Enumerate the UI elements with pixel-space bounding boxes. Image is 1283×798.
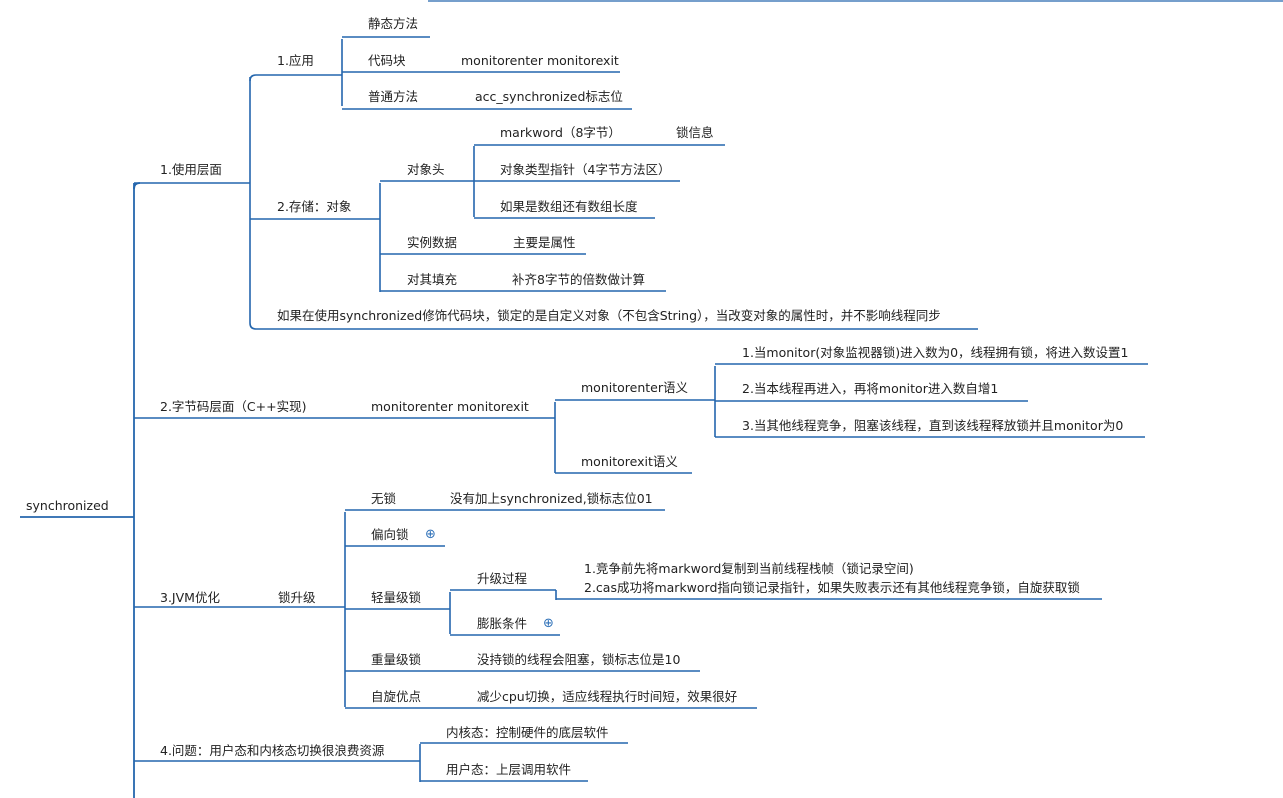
node-no-lock[interactable]: 无锁 — [371, 491, 397, 506]
node-bytecode-level[interactable]: 2.字节码层面（C++实现) — [160, 399, 307, 414]
node-application[interactable]: 1.应用 — [277, 53, 314, 68]
node-normal-method[interactable]: 普通方法 — [368, 89, 419, 104]
node-problem[interactable]: 4.问题：用户态和内核态切换很浪费资源 — [160, 743, 385, 758]
node-monitor-pair[interactable]: monitorenter monitorexit — [371, 399, 529, 414]
expand-plus-icon[interactable]: ⊕ — [543, 616, 554, 631]
node-spin-detail[interactable]: 减少cpu切换，适应线程执行时间短，效果很好 — [477, 689, 738, 704]
node-monitorenter[interactable]: monitorenter语义 — [581, 380, 688, 395]
node-spin-advantage[interactable]: 自旋优点 — [371, 689, 422, 704]
root-node[interactable]: synchronized — [26, 498, 109, 513]
connector-line — [249, 322, 257, 330]
node-static-method[interactable]: 静态方法 — [368, 16, 419, 31]
node-klass-pointer[interactable]: 对象类型指针（4字节方法区） — [500, 162, 671, 177]
node-instance-data[interactable]: 实例数据 — [407, 235, 458, 250]
node-enter-rule-2[interactable]: 2.当本线程再进入，再将monitor进入数自增1 — [742, 381, 999, 396]
node-heavyweight-lock[interactable]: 重量级锁 — [371, 652, 422, 667]
node-code-block-detail[interactable]: monitorenter monitorexit — [461, 53, 619, 68]
node-storage-object[interactable]: 2.存储：对象 — [277, 199, 352, 214]
node-normal-method-detail[interactable]: acc_synchronized标志位 — [475, 89, 623, 104]
node-process-step-2[interactable]: 2.cas成功将markword指向锁记录指针，如果失败表示还有其他线程竞争锁，… — [584, 580, 1080, 595]
node-user-mode[interactable]: 用户态：上层调用软件 — [446, 762, 572, 777]
node-sync-note[interactable]: 如果在使用synchronized修饰代码块，锁定的是自定义对象（不包含Stri… — [277, 308, 941, 323]
node-object-header[interactable]: 对象头 — [407, 162, 445, 177]
node-enter-rule-3[interactable]: 3.当其他线程竞争，阻塞该线程，直到该线程释放锁并且monitor为0 — [742, 418, 1124, 433]
node-biased-lock[interactable]: 偏向锁 — [371, 527, 409, 542]
node-code-block[interactable]: 代码块 — [368, 53, 406, 68]
node-upgrade-process[interactable]: 升级过程 — [477, 571, 528, 586]
expand-plus-icon[interactable]: ⊕ — [425, 527, 436, 542]
node-kernel-mode[interactable]: 内核态：控制硬件的底层软件 — [446, 725, 609, 740]
node-heavy-detail[interactable]: 没持锁的线程会阻塞，锁标志位是10 — [477, 652, 681, 667]
node-padding-detail[interactable]: 补齐8字节的倍数做计算 — [512, 272, 645, 287]
node-enter-rule-1[interactable]: 1.当monitor(对象监视器锁)进入数为0，线程拥有锁，将进入数设置1 — [742, 345, 1129, 360]
node-inflate-condition[interactable]: 膨胀条件 — [477, 616, 528, 631]
node-lock-upgrade[interactable]: 锁升级 — [278, 590, 316, 605]
node-no-lock-detail[interactable]: 没有加上synchronized,锁标志位01 — [450, 491, 653, 506]
node-usage-level[interactable]: 1.使用层面 — [160, 162, 222, 177]
node-monitorexit[interactable]: monitorexit语义 — [581, 454, 678, 469]
node-markword[interactable]: markword（8字节） — [500, 125, 621, 140]
node-process-step-1[interactable]: 1.竞争前先将markword复制到当前线程栈帧（锁记录空间) — [584, 561, 914, 576]
connector-line — [133, 182, 141, 190]
node-jvm-optimization[interactable]: 3.JVM优化 — [160, 590, 220, 605]
connector-line — [249, 74, 257, 82]
node-padding[interactable]: 对其填充 — [407, 272, 458, 287]
node-instance-detail[interactable]: 主要是属性 — [513, 235, 576, 250]
node-lock-info[interactable]: 锁信息 — [676, 125, 714, 140]
node-array-length[interactable]: 如果是数组还有数组长度 — [500, 199, 638, 214]
node-lightweight-lock[interactable]: 轻量级锁 — [371, 590, 422, 605]
